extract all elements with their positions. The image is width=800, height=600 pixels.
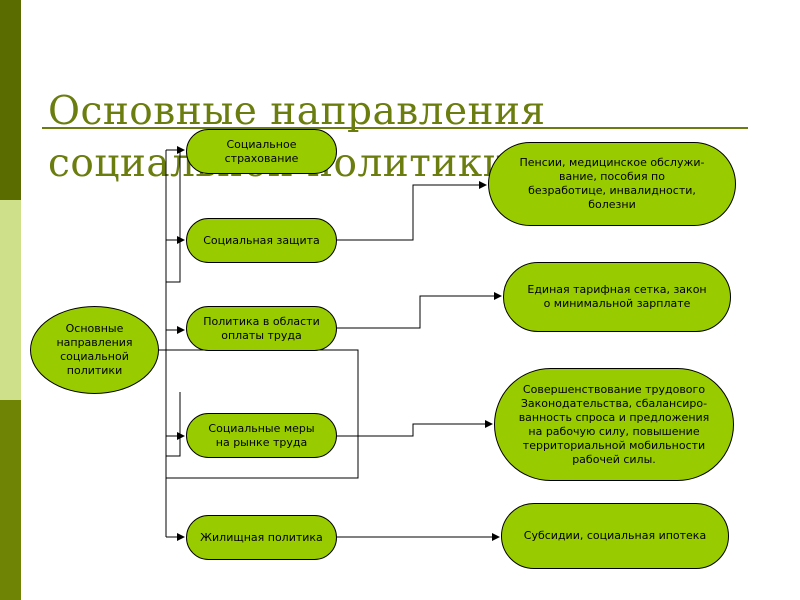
node-zakonodatelstvo: Совершенствование трудового Законодатель…: [494, 368, 734, 481]
node-tarifnaya-setka: Единая тарифная сетка, закон о минимальн…: [503, 262, 731, 332]
connector-bracket-2: [166, 392, 181, 457]
title-underline: [42, 127, 748, 129]
connector-oplata-to-tarif: [336, 292, 502, 329]
node-subsidii: Субсидии, социальная ипотека: [501, 503, 729, 569]
side-bar-bottom: [0, 400, 21, 600]
node-socialnaya-zashchita: Социальная защита: [186, 218, 337, 263]
connector-rynok-to-zakon: [336, 420, 493, 437]
node-socialnoe-strakhovanie: Социальное страхование: [186, 129, 337, 174]
node-pensii: Пенсии, медицинское обслужи- вание, посо…: [488, 142, 736, 226]
node-socialnye-mery-rynok-truda: Социальные меры на рынке труда: [186, 413, 337, 458]
node-politika-oplaty-truda: Политика в области оплаты труда: [186, 306, 337, 351]
slide-title-line1: Основные направления: [48, 89, 546, 134]
connector-zashchita-to-pensii: [336, 181, 487, 241]
root-node: Основные направления социальной политики: [30, 306, 159, 394]
side-bar-top: [0, 0, 21, 200]
node-zhilishchnaya-politika: Жилищная политика: [186, 515, 337, 560]
side-bar-middle: [0, 200, 21, 400]
connector-bracket: [166, 150, 181, 283]
